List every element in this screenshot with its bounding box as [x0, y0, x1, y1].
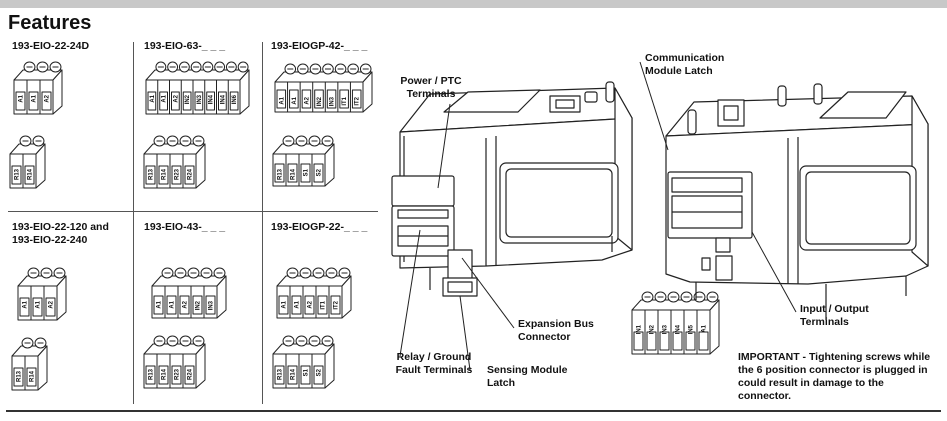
svg-text:IN2: IN2	[196, 300, 202, 310]
connector-eio-22-120-bottom: R13 R14	[11, 337, 48, 391]
svg-text:R14: R14	[162, 368, 168, 380]
connector-eiogp-22-bottom: R13 R14 S1 S2	[272, 335, 335, 389]
model-label-eiogp-42: 193-EIOGP-42-_ _ _	[271, 40, 368, 52]
svg-text:IN4: IN4	[220, 94, 226, 104]
svg-text:IN5: IN5	[689, 324, 695, 334]
svg-text:A1: A1	[292, 96, 298, 104]
svg-text:S2: S2	[317, 168, 323, 176]
column-divider-1	[133, 42, 134, 404]
page-title: Features	[8, 12, 92, 34]
connector-eio-43-bottom: R13 R14 R23 R24	[143, 335, 206, 389]
row-divider	[8, 211, 378, 212]
svg-text:IT1: IT1	[342, 96, 348, 105]
model-label-eio-22-240: 193-EIO-22-240	[12, 234, 88, 246]
svg-text:A1: A1	[150, 94, 156, 102]
svg-text:R14: R14	[30, 370, 36, 382]
svg-text:IT2: IT2	[355, 96, 361, 105]
svg-text:IT1: IT1	[321, 300, 327, 309]
svg-text:A1: A1	[170, 300, 176, 308]
top-band	[0, 0, 947, 8]
svg-text:R13: R13	[15, 168, 21, 180]
svg-text:IN4: IN4	[676, 324, 682, 334]
sensing-module-front-view	[391, 81, 633, 297]
svg-text:R14: R14	[291, 368, 297, 380]
svg-text:R14: R14	[291, 168, 297, 180]
svg-text:A1: A1	[702, 324, 708, 332]
callout-relay-ground-fault-terminals: Relay / Ground Fault Terminals	[395, 351, 473, 376]
callout-communication-module-latch: Communication Module Latch	[645, 52, 725, 77]
callout-sensing-module-latch: Sensing Module Latch	[487, 364, 568, 389]
svg-text:IN4: IN4	[209, 94, 215, 104]
svg-text:R14: R14	[162, 168, 168, 180]
connector-eio-43-top: A1 A1 A2 IN2 IN3	[151, 267, 227, 319]
svg-text:R13: R13	[17, 370, 23, 382]
column-divider-2	[262, 42, 263, 404]
six-position-connector: IN1 IN2 IN3 IN4 IN5 A1	[631, 291, 720, 355]
svg-text:R23: R23	[175, 168, 181, 180]
svg-text:R13: R13	[149, 168, 155, 180]
model-label-eio-22-24d: 193-EIO-22-24D	[12, 40, 90, 52]
connector-eio-22-24d-top: A1 A1 A2	[13, 61, 63, 115]
svg-text:A1: A1	[295, 300, 301, 308]
svg-text:R13: R13	[278, 168, 284, 180]
svg-text:A1: A1	[32, 94, 38, 102]
svg-text:A1: A1	[36, 300, 42, 308]
svg-text:IN3: IN3	[197, 94, 203, 104]
svg-text:A2: A2	[173, 94, 179, 102]
svg-text:IN6: IN6	[232, 94, 238, 104]
connector-eiogp-42-bottom: R13 R14 S1 S2	[272, 135, 335, 187]
connector-eiogp-22-top: A1 A1 A2 IT1 IT2	[276, 267, 352, 319]
svg-text:R24: R24	[188, 368, 194, 380]
svg-text:A1: A1	[282, 300, 288, 308]
svg-text:A1: A1	[279, 96, 285, 104]
svg-text:IN3: IN3	[663, 324, 669, 334]
callout-expansion-bus-connector: Expansion Bus Connector	[518, 318, 594, 343]
important-note: IMPORTANT - Tightening screws while the …	[738, 351, 931, 402]
connector-eiogp-42-top: A1 A1 A2 IN2 IN3 IT1 IT2	[274, 63, 373, 113]
svg-text:S1: S1	[304, 368, 310, 376]
connector-eio-22-120-top: A1 A1 A2	[17, 267, 67, 321]
svg-text:IN3: IN3	[209, 300, 215, 310]
callout-power-ptc-terminals: Power / PTC Terminals	[400, 75, 462, 100]
model-label-eio-43: 193-EIO-43-_ _ _	[144, 221, 226, 233]
model-label-eio-22-120: 193-EIO-22-120 and	[12, 221, 109, 233]
svg-text:IN1: IN1	[637, 324, 643, 334]
callout-input-output-terminals: Input / Output Terminals	[800, 303, 869, 328]
svg-text:R14: R14	[28, 168, 34, 180]
svg-text:A1: A1	[157, 300, 163, 308]
svg-text:IN3: IN3	[330, 96, 336, 106]
svg-text:R13: R13	[278, 368, 284, 380]
svg-text:S1: S1	[304, 168, 310, 176]
svg-text:A2: A2	[308, 300, 314, 308]
svg-text:IT2: IT2	[334, 300, 340, 309]
bottom-rule	[6, 410, 941, 412]
svg-text:R24: R24	[188, 168, 194, 180]
svg-text:A2: A2	[49, 300, 55, 308]
communication-module-rear-view	[665, 83, 929, 320]
svg-text:A1: A1	[162, 94, 168, 102]
connector-eio-63-top: A1 A1 A2 IN2 IN3 IN4 IN4 IN6	[145, 61, 250, 115]
svg-text:A2: A2	[45, 94, 51, 102]
svg-text:R23: R23	[175, 368, 181, 380]
svg-text:R13: R13	[149, 368, 155, 380]
svg-text:IN2: IN2	[185, 94, 191, 104]
svg-text:A1: A1	[19, 94, 25, 102]
connector-eio-63-bottom: R13 R14 R23 R24	[143, 135, 206, 189]
model-label-eiogp-22: 193-EIOGP-22-_ _ _	[271, 221, 368, 233]
svg-text:IN2: IN2	[650, 324, 656, 334]
svg-text:A2: A2	[304, 96, 310, 104]
connector-eio-22-24d-bottom: R13 R14	[9, 135, 46, 189]
svg-text:A2: A2	[183, 300, 189, 308]
svg-text:S2: S2	[317, 368, 323, 376]
svg-text:A1: A1	[23, 300, 29, 308]
model-label-eio-63: 193-EIO-63-_ _ _	[144, 40, 226, 52]
svg-text:IN2: IN2	[317, 96, 323, 106]
